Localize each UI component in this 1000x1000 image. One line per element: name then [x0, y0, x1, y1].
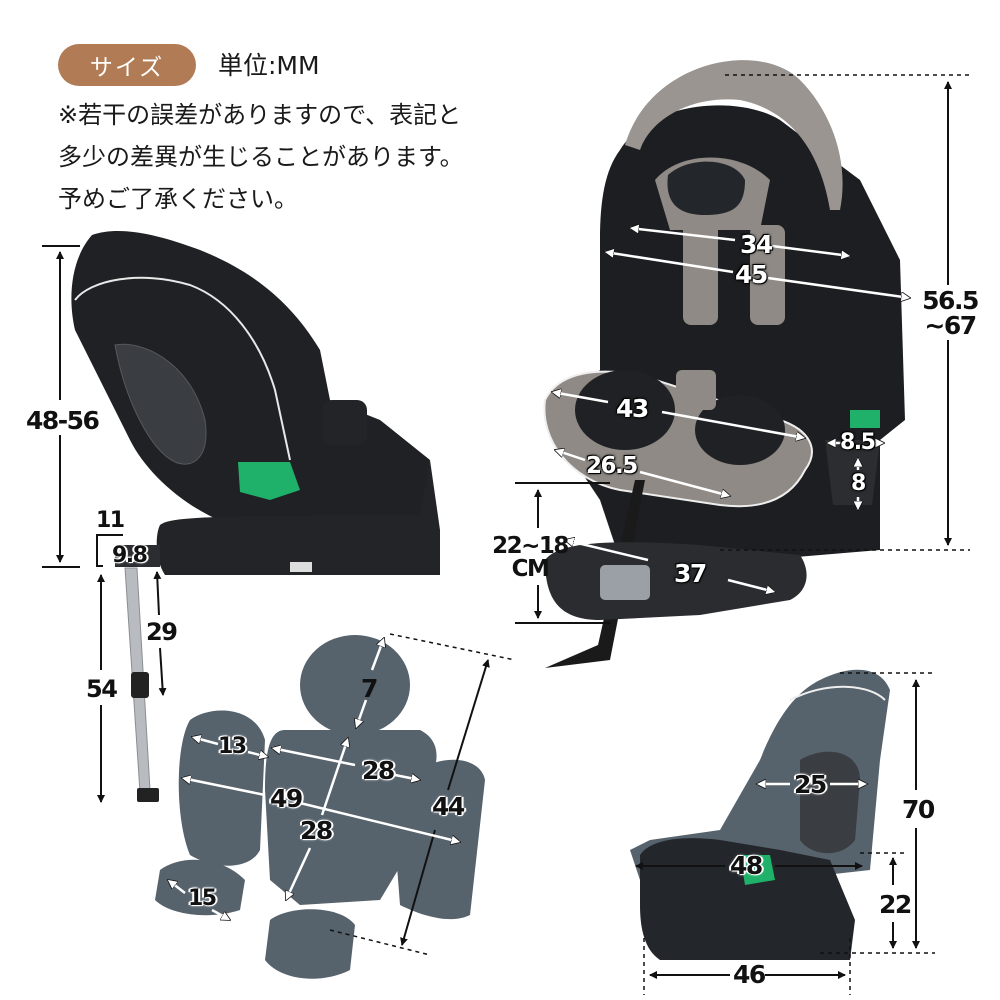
support-leg	[124, 567, 159, 802]
dim-isofix-height: 22	[879, 890, 912, 919]
dim-shoulder-outer: 45	[735, 260, 768, 289]
dim-total-height-right: 70	[902, 795, 935, 824]
unit-label: 単位:MM	[218, 51, 320, 80]
dim-base-length-right: 46	[733, 960, 766, 989]
dim-shoulder-inner: 34	[740, 230, 773, 259]
size-badge: サイズ	[58, 44, 196, 86]
dim-leg-top-width: 11	[96, 508, 125, 533]
dim-seat-depth-right: 48	[730, 851, 763, 880]
dim-seat-height-left: 48-56	[26, 406, 100, 435]
white-dimension-lines	[168, 228, 910, 922]
insert-cushion	[155, 635, 485, 979]
dim-leg-pad-width: 15	[188, 886, 217, 911]
dim-total-height-line1: 56.5	[922, 286, 979, 315]
dim-base-height-line1: 22~18	[492, 533, 569, 559]
note-line-3: 予めご了承ください。	[58, 185, 298, 213]
dim-cupholder-depth: 8	[851, 471, 866, 496]
note-line-1: ※若干の誤差がありますので、表記と	[58, 101, 462, 129]
dim-backrest-width: 25	[794, 770, 827, 799]
dim-total-width: 49	[270, 784, 303, 813]
dim-body-length: 28	[300, 816, 333, 845]
dim-side-pad-width: 13	[218, 734, 247, 759]
note-line-2: 多少の差異が生じることがあります。	[58, 143, 464, 171]
dim-base-height: 22~18 CM	[490, 535, 570, 581]
dim-seat-depth: 26.5	[586, 453, 638, 479]
dim-headrest-height: 7	[361, 674, 378, 703]
dim-leg-total-height: 54	[86, 675, 118, 703]
dimension-lines	[42, 74, 970, 995]
dim-cupholder-diameter: 8.5	[840, 430, 876, 455]
dim-seat-width: 43	[616, 394, 649, 423]
dim-total-height-line2: ~67	[924, 311, 977, 340]
dim-body-width: 28	[362, 756, 395, 785]
dim-base-length: 37	[674, 559, 707, 588]
side-view-seat-right	[630, 669, 890, 960]
dim-leg-length: 29	[146, 618, 178, 646]
front-view-seat	[543, 60, 905, 668]
disclaimer-note: ※若干の誤差がありますので、表記と 多少の差異が生じることがあります。 予めご了…	[58, 94, 538, 220]
dim-base-height-line2: CM	[511, 556, 550, 582]
dim-total-height-front: 56.5 ~67	[920, 288, 980, 338]
dim-leg-depth: 9.8	[112, 543, 148, 568]
dim-total-length: 44	[432, 792, 465, 821]
side-view-seat-left	[71, 230, 440, 575]
